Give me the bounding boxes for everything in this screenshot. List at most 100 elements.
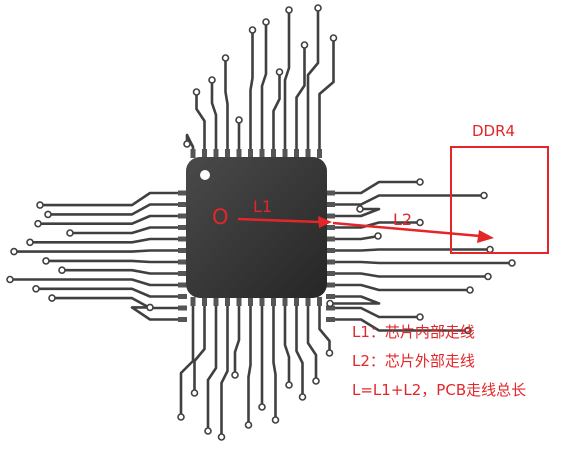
chip-pin	[271, 149, 276, 158]
trace-pad	[312, 377, 320, 385]
chip-pin	[326, 305, 335, 311]
trace-left	[68, 226, 182, 235]
trace-top	[224, 56, 229, 152]
trace-pad	[508, 259, 516, 267]
trace-bottom	[283, 303, 291, 387]
trace-top	[249, 28, 254, 152]
trace-bottom	[318, 303, 331, 355]
l2-label: L2	[393, 210, 413, 229]
chip-pin	[178, 248, 187, 253]
trace-right	[331, 180, 422, 195]
trace-left	[8, 278, 182, 287]
trace-left	[38, 191, 182, 207]
chip-pin	[317, 149, 322, 158]
trace-pad	[466, 286, 474, 294]
chip-pin	[190, 297, 196, 306]
trace-pad	[416, 178, 424, 186]
chip-pin	[259, 149, 265, 158]
l1-arrow	[237, 216, 332, 228]
chip-pin	[178, 225, 187, 230]
chip-pin	[282, 149, 288, 158]
trace-right	[331, 234, 381, 241]
trace-pad	[6, 275, 14, 284]
chip-pin	[282, 297, 288, 306]
trace-pad	[204, 427, 212, 435]
chip-pin	[178, 190, 187, 196]
chip-pin	[178, 317, 187, 322]
chip-pin	[178, 294, 187, 299]
trace-pad	[231, 371, 239, 379]
l2-arrow	[332, 221, 494, 243]
trace-pad	[146, 303, 154, 312]
trace-pad	[262, 18, 270, 26]
trace-right	[331, 283, 472, 292]
trace-pad	[190, 389, 199, 397]
trace-right	[328, 295, 381, 305]
chip-pin	[305, 149, 311, 158]
trace-left	[44, 259, 182, 264]
trace-bottom	[206, 303, 218, 433]
trace-left	[36, 214, 182, 225]
pcb-traces	[8, 6, 514, 439]
chip-pin	[178, 259, 187, 265]
trace-top	[272, 70, 281, 152]
trace-end-pads	[6, 4, 516, 441]
trace-bottom	[247, 303, 252, 427]
legend-line-total: L=L1+L2，PCB走线总长	[352, 381, 527, 399]
chip-pin	[326, 259, 335, 265]
trace-pad	[326, 299, 334, 308]
trace-pad	[58, 266, 66, 275]
trace-pad	[221, 54, 230, 62]
trace-pad	[244, 421, 253, 429]
chip-pin	[248, 149, 253, 158]
trace-top	[295, 43, 306, 152]
chip-pin	[178, 282, 187, 288]
trace-pad	[44, 210, 52, 219]
trace-pad	[356, 205, 364, 213]
chip-pin	[178, 305, 187, 311]
trace-right	[331, 207, 381, 218]
chip-pin	[305, 297, 311, 306]
chip-pin	[248, 297, 253, 306]
chip-pins	[178, 149, 335, 322]
trace-left	[50, 296, 182, 310]
chip-pin	[213, 149, 219, 158]
trace-pad	[484, 272, 492, 281]
trace-bottom	[233, 303, 241, 377]
chip-pin	[202, 297, 207, 306]
chip-pin	[294, 297, 299, 306]
trace-right	[331, 272, 490, 278]
chip-pin	[326, 282, 335, 288]
legend-line-l2: L2：芯片外部走线	[352, 352, 475, 370]
chip-pin	[326, 271, 335, 276]
trace-top	[306, 6, 320, 152]
trace-top	[195, 90, 206, 152]
trace-pad	[464, 326, 472, 335]
trace-pad	[34, 219, 42, 228]
origin-label: O	[212, 205, 229, 229]
trace-pad	[66, 229, 74, 237]
trace-bottom	[306, 303, 318, 383]
trace-pad	[285, 381, 293, 389]
trace-top	[260, 20, 268, 152]
trace-pad	[235, 116, 243, 124]
trace-top	[318, 36, 335, 152]
trace-pad	[192, 88, 201, 96]
trace-bottom	[193, 303, 206, 395]
trace-bottom	[220, 303, 229, 439]
trace-pad	[177, 413, 185, 421]
trace-pad	[325, 349, 334, 357]
chip-pin	[225, 149, 230, 158]
trace-pad	[329, 34, 338, 42]
trace-pad	[26, 238, 34, 247]
trace-right	[331, 221, 422, 229]
trace-pad	[208, 76, 216, 84]
chip-pin	[213, 297, 219, 306]
chip-pin	[326, 202, 335, 207]
chip-pin	[225, 297, 230, 306]
trace-left	[46, 203, 182, 216]
chip-pin	[294, 149, 299, 158]
trace-right	[331, 318, 470, 332]
chip-pin	[259, 297, 265, 306]
